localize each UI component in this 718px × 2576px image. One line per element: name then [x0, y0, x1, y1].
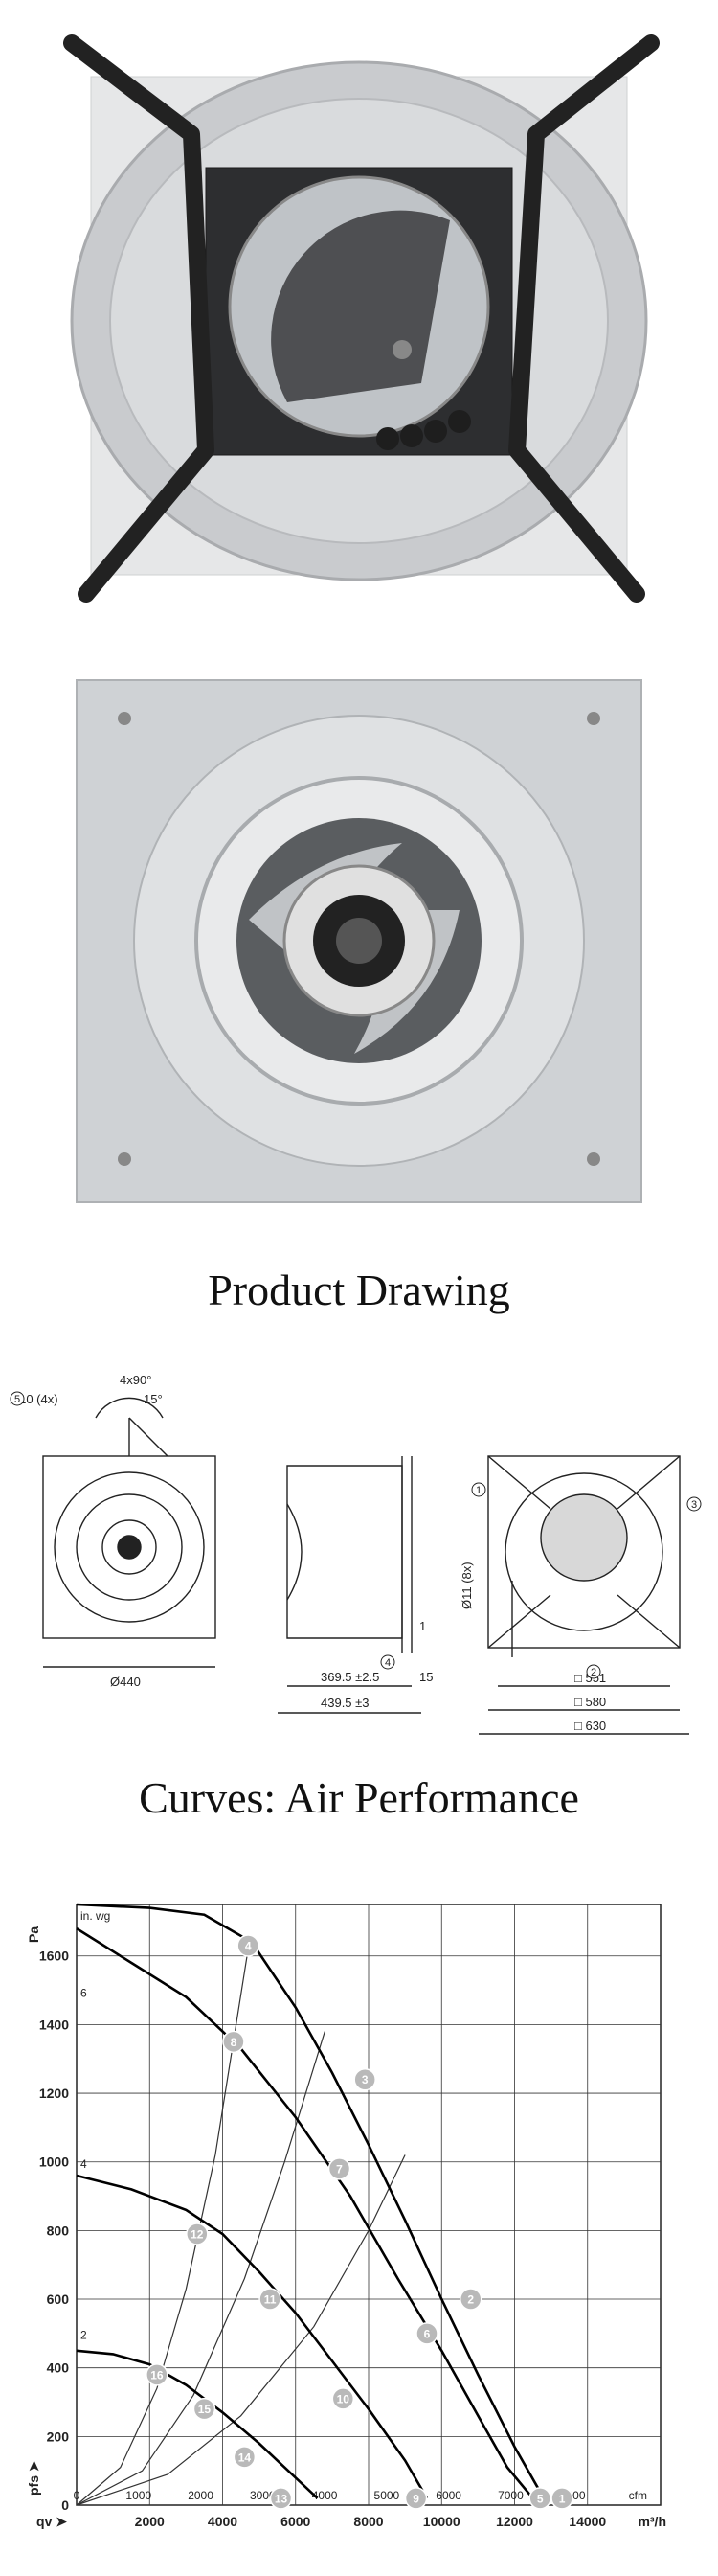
front-diameter-label: Ø440 — [110, 1675, 141, 1689]
product-photo-top — [0, 0, 718, 623]
operating-point-label: 3 — [362, 2073, 369, 2086]
product-technical-drawing: Ø10 (4x) 4x90° 15° Ø440 369.5 ±2.5 439.5… — [10, 1373, 702, 1735]
y-tick-label: 1400 — [39, 2017, 69, 2032]
square-580-label: □ 580 — [574, 1695, 606, 1709]
depth-label-1: 369.5 ±2.5 — [321, 1670, 379, 1684]
y-tick-label: 1000 — [39, 2154, 69, 2170]
operating-point-marker — [233, 2446, 257, 2469]
operating-point-label: 10 — [337, 2392, 350, 2405]
x-unit-top: cfm — [629, 2489, 647, 2502]
x-tick-m3h-label: 2000 — [135, 2514, 165, 2529]
x-tick-cfm-label: 7000 — [498, 2489, 524, 2502]
operating-point-marker — [236, 1934, 259, 1957]
operating-point-marker — [146, 2363, 168, 2386]
y-tick-inwg-label: 4 — [80, 2157, 87, 2171]
callout-5: 5 — [14, 1394, 20, 1405]
x-unit-bottom: m³/h — [638, 2514, 666, 2529]
fan-curve-2 — [76, 1926, 534, 2499]
operating-point-marker — [550, 2487, 573, 2510]
operating-point-label: 8 — [231, 2036, 237, 2049]
x-tick-m3h-label: 8000 — [353, 2514, 383, 2529]
square-630-label: □ 630 — [574, 1719, 606, 1733]
depth-label-2: 439.5 ±3 — [321, 1696, 370, 1710]
operating-point-marker — [353, 2067, 376, 2091]
x-tick-cfm-label: 1000 — [125, 2489, 151, 2502]
x-tick-cfm-label: 3000 — [250, 2489, 276, 2502]
operating-point-label: 12 — [191, 2227, 204, 2241]
y-unit-right: in. wg — [80, 1909, 110, 1923]
operating-point-marker — [269, 2487, 293, 2510]
x-tick-cfm-label: 4000 — [312, 2489, 338, 2502]
operating-point-marker — [415, 2322, 438, 2345]
y-tick-label: 0 — [61, 2497, 69, 2513]
x-tick-m3h-label: 12000 — [496, 2514, 533, 2529]
y-tick-label: 400 — [47, 2360, 70, 2376]
x-tick-m3h-label: 10000 — [423, 2514, 460, 2529]
y-tick-label: 600 — [47, 2291, 70, 2307]
system-curve-3 — [76, 2154, 406, 2506]
side-hole-label: Ø11 (8x) — [460, 1562, 474, 1609]
y-tick-label: 1200 — [39, 2086, 69, 2101]
operating-point-marker — [192, 2397, 216, 2421]
right-a-label: 1 — [419, 1619, 426, 1633]
product-drawing-heading: Product Drawing — [208, 1265, 510, 1314]
operating-point-label: 1 — [559, 2492, 566, 2505]
y-tick-label: 200 — [47, 2428, 70, 2444]
callout-4: 4 — [385, 1657, 391, 1669]
operating-point-label: 9 — [413, 2492, 419, 2505]
x-tick-cfm-label: 5000 — [374, 2489, 400, 2502]
callout-2: 2 — [591, 1667, 596, 1678]
y-unit-left: Pa — [26, 1926, 41, 1943]
y-axis-symbol: pfs ➤ — [26, 2460, 41, 2496]
angle-label: 4x90° — [120, 1373, 151, 1387]
y-tick-inwg-label: 6 — [80, 1987, 87, 2000]
operating-point-marker — [331, 2387, 355, 2410]
operating-point-marker — [186, 2223, 209, 2245]
x-axis-symbol: qv ➤ — [36, 2514, 67, 2529]
operating-point-marker — [222, 2030, 245, 2054]
operating-point-label: 14 — [238, 2451, 252, 2464]
flange-label: 15 — [419, 1670, 433, 1684]
operating-point-marker — [528, 2487, 551, 2510]
x-tick-cfm-label: 2000 — [188, 2489, 213, 2502]
callout-3: 3 — [691, 1499, 697, 1511]
operating-point-label: 5 — [537, 2492, 544, 2505]
product-photo-front — [0, 661, 718, 1207]
operating-point-label: 15 — [198, 2403, 212, 2416]
operating-point-label: 7 — [336, 2162, 343, 2176]
x-tick-m3h-label: 6000 — [280, 2514, 310, 2529]
y-tick-label: 800 — [47, 2223, 70, 2238]
operating-point-label: 4 — [245, 1939, 252, 1952]
callout-1: 1 — [476, 1485, 482, 1496]
system-curve-1 — [76, 1949, 249, 2506]
fan-curve-1 — [76, 1903, 546, 2499]
y-tick-inwg-label: 2 — [80, 2329, 87, 2342]
y-tick-label: 1600 — [39, 1949, 69, 1964]
angle-small-label: 15° — [144, 1392, 163, 1406]
operating-point-marker — [460, 2288, 482, 2311]
x-tick-m3h-label: 4000 — [208, 2514, 237, 2529]
x-tick-cfm-label: 6000 — [436, 2489, 461, 2502]
operating-point-label: 13 — [275, 2492, 288, 2505]
x-tick-cfm-label: 0 — [74, 2489, 80, 2502]
x-tick-m3h-label: 14000 — [569, 2514, 606, 2529]
operating-point-marker — [258, 2288, 281, 2311]
curves-heading: Curves: Air Performance — [139, 1773, 579, 1822]
operating-point-marker — [327, 2157, 351, 2180]
operating-point-label: 11 — [264, 2293, 277, 2307]
operating-point-label: 6 — [424, 2327, 431, 2340]
operating-point-marker — [404, 2487, 428, 2510]
operating-point-label: 16 — [150, 2368, 164, 2382]
operating-point-label: 2 — [467, 2293, 474, 2307]
system-curve-2 — [76, 2031, 325, 2506]
air-performance-chart: 0 200 400 600 800 1000 1200 1400 1600 2 4 6 Pa in. wg… — [26, 1903, 666, 2529]
